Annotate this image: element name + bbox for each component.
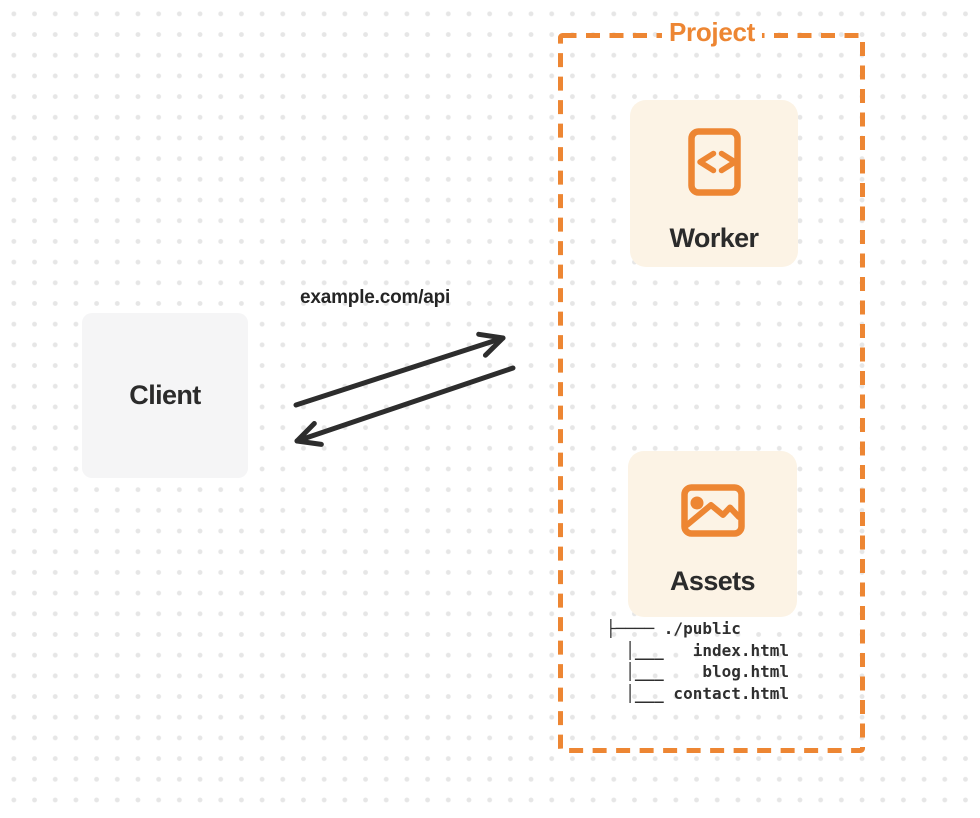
client-label: Client bbox=[129, 380, 201, 410]
assets-node: Assets bbox=[628, 451, 797, 617]
connection-url-label: example.com/api bbox=[300, 287, 451, 308]
worker-node: Worker bbox=[630, 100, 798, 267]
worker-label: Worker bbox=[669, 223, 760, 253]
project-label: Project bbox=[661, 17, 763, 48]
code-file-icon bbox=[687, 128, 741, 196]
assets-file-tree: ├──── ./public │___ index.html │___ blog… bbox=[606, 619, 790, 703]
client-node: Client bbox=[82, 313, 248, 478]
response-arrow bbox=[294, 365, 516, 447]
request-arrow bbox=[293, 331, 506, 408]
assets-label: Assets bbox=[670, 566, 756, 596]
image-icon bbox=[680, 484, 745, 537]
